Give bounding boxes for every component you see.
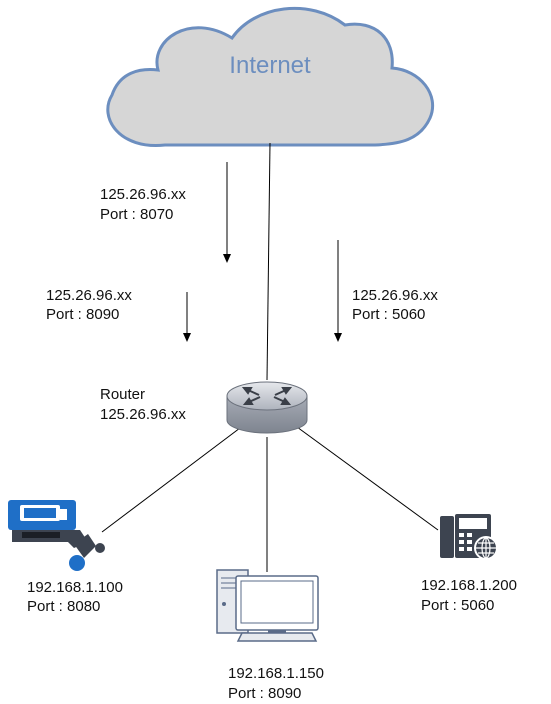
arrow-8070 bbox=[223, 162, 231, 263]
link-router-phone bbox=[296, 426, 439, 531]
arrow-ip-label: 125.26.96.xx bbox=[46, 287, 132, 304]
ip-phone-icon bbox=[440, 514, 498, 560]
arrow-port-label: Port : 5060 bbox=[352, 306, 426, 323]
router-name-label: Router bbox=[100, 386, 146, 403]
arrow-ip-label: 125.26.96.xx bbox=[352, 287, 438, 304]
arrow-5060 bbox=[334, 240, 342, 342]
computer-ip-label: 192.168.1.150 bbox=[228, 665, 324, 682]
arrow-8090 bbox=[183, 292, 191, 342]
internet-cloud bbox=[106, 6, 435, 147]
arrow-port-label: Port : 8090 bbox=[46, 306, 120, 323]
link-internet-router bbox=[266, 142, 271, 381]
computer-port-label: Port : 8090 bbox=[228, 685, 302, 702]
link-router-camera bbox=[101, 427, 241, 533]
camera-port-label: Port : 8080 bbox=[27, 598, 101, 615]
phone-ip-label: 192.168.1.200 bbox=[421, 577, 517, 594]
phone-port-label: Port : 5060 bbox=[421, 597, 495, 614]
computer-icon bbox=[216, 569, 319, 642]
camera-ip-label: 192.168.1.100 bbox=[27, 579, 123, 596]
arrow-ip-label: 125.26.96.xx bbox=[100, 186, 186, 203]
security-camera-icon bbox=[8, 500, 105, 571]
router-ip-label: 125.26.96.xx bbox=[100, 406, 186, 423]
arrow-port-label: Port : 8070 bbox=[100, 206, 174, 223]
internet-label: Internet bbox=[229, 52, 311, 79]
router-icon bbox=[226, 381, 308, 434]
